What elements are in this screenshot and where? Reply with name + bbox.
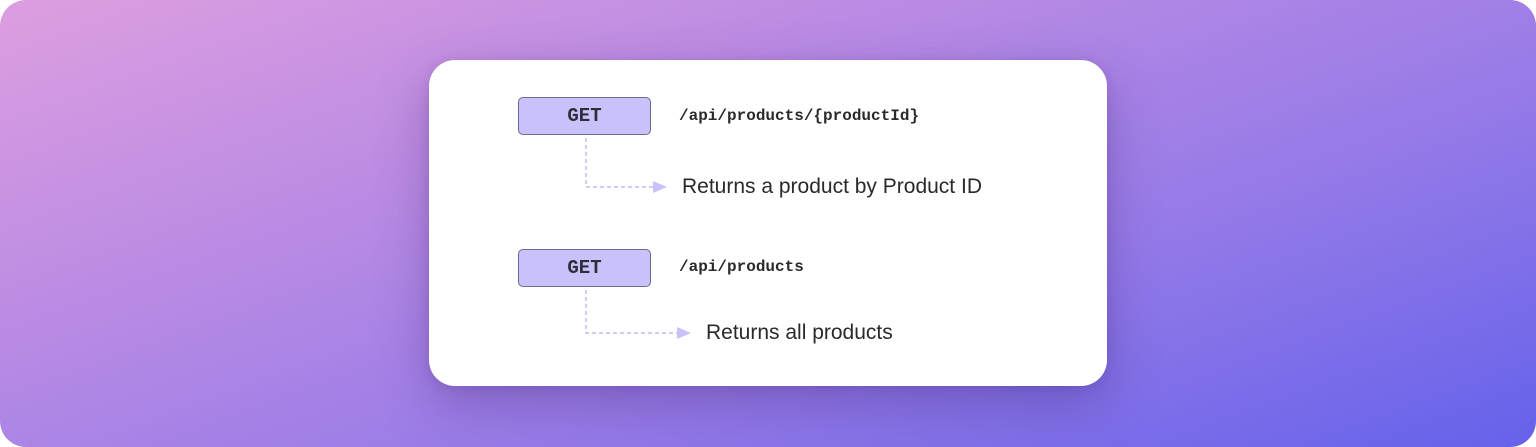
method-badge-get-products: GET	[518, 249, 651, 287]
method-badge-get-product: GET	[518, 97, 651, 135]
endpoint-description-all-products: Returns all products	[706, 321, 893, 344]
arrowhead-icon	[653, 181, 667, 193]
api-endpoints-card: GET /api/products/{productId} Returns a …	[429, 60, 1107, 386]
connector-endpoint-2	[585, 290, 691, 339]
connector-lines	[585, 138, 691, 339]
connector-endpoint-1	[585, 138, 667, 193]
endpoint-path-all-products: /api/products	[679, 258, 804, 276]
endpoint-description-product-by-id: Returns a product by Product ID	[682, 175, 982, 198]
endpoint-path-product-by-id: /api/products/{productId}	[679, 107, 920, 125]
arrowhead-icon	[677, 327, 691, 339]
